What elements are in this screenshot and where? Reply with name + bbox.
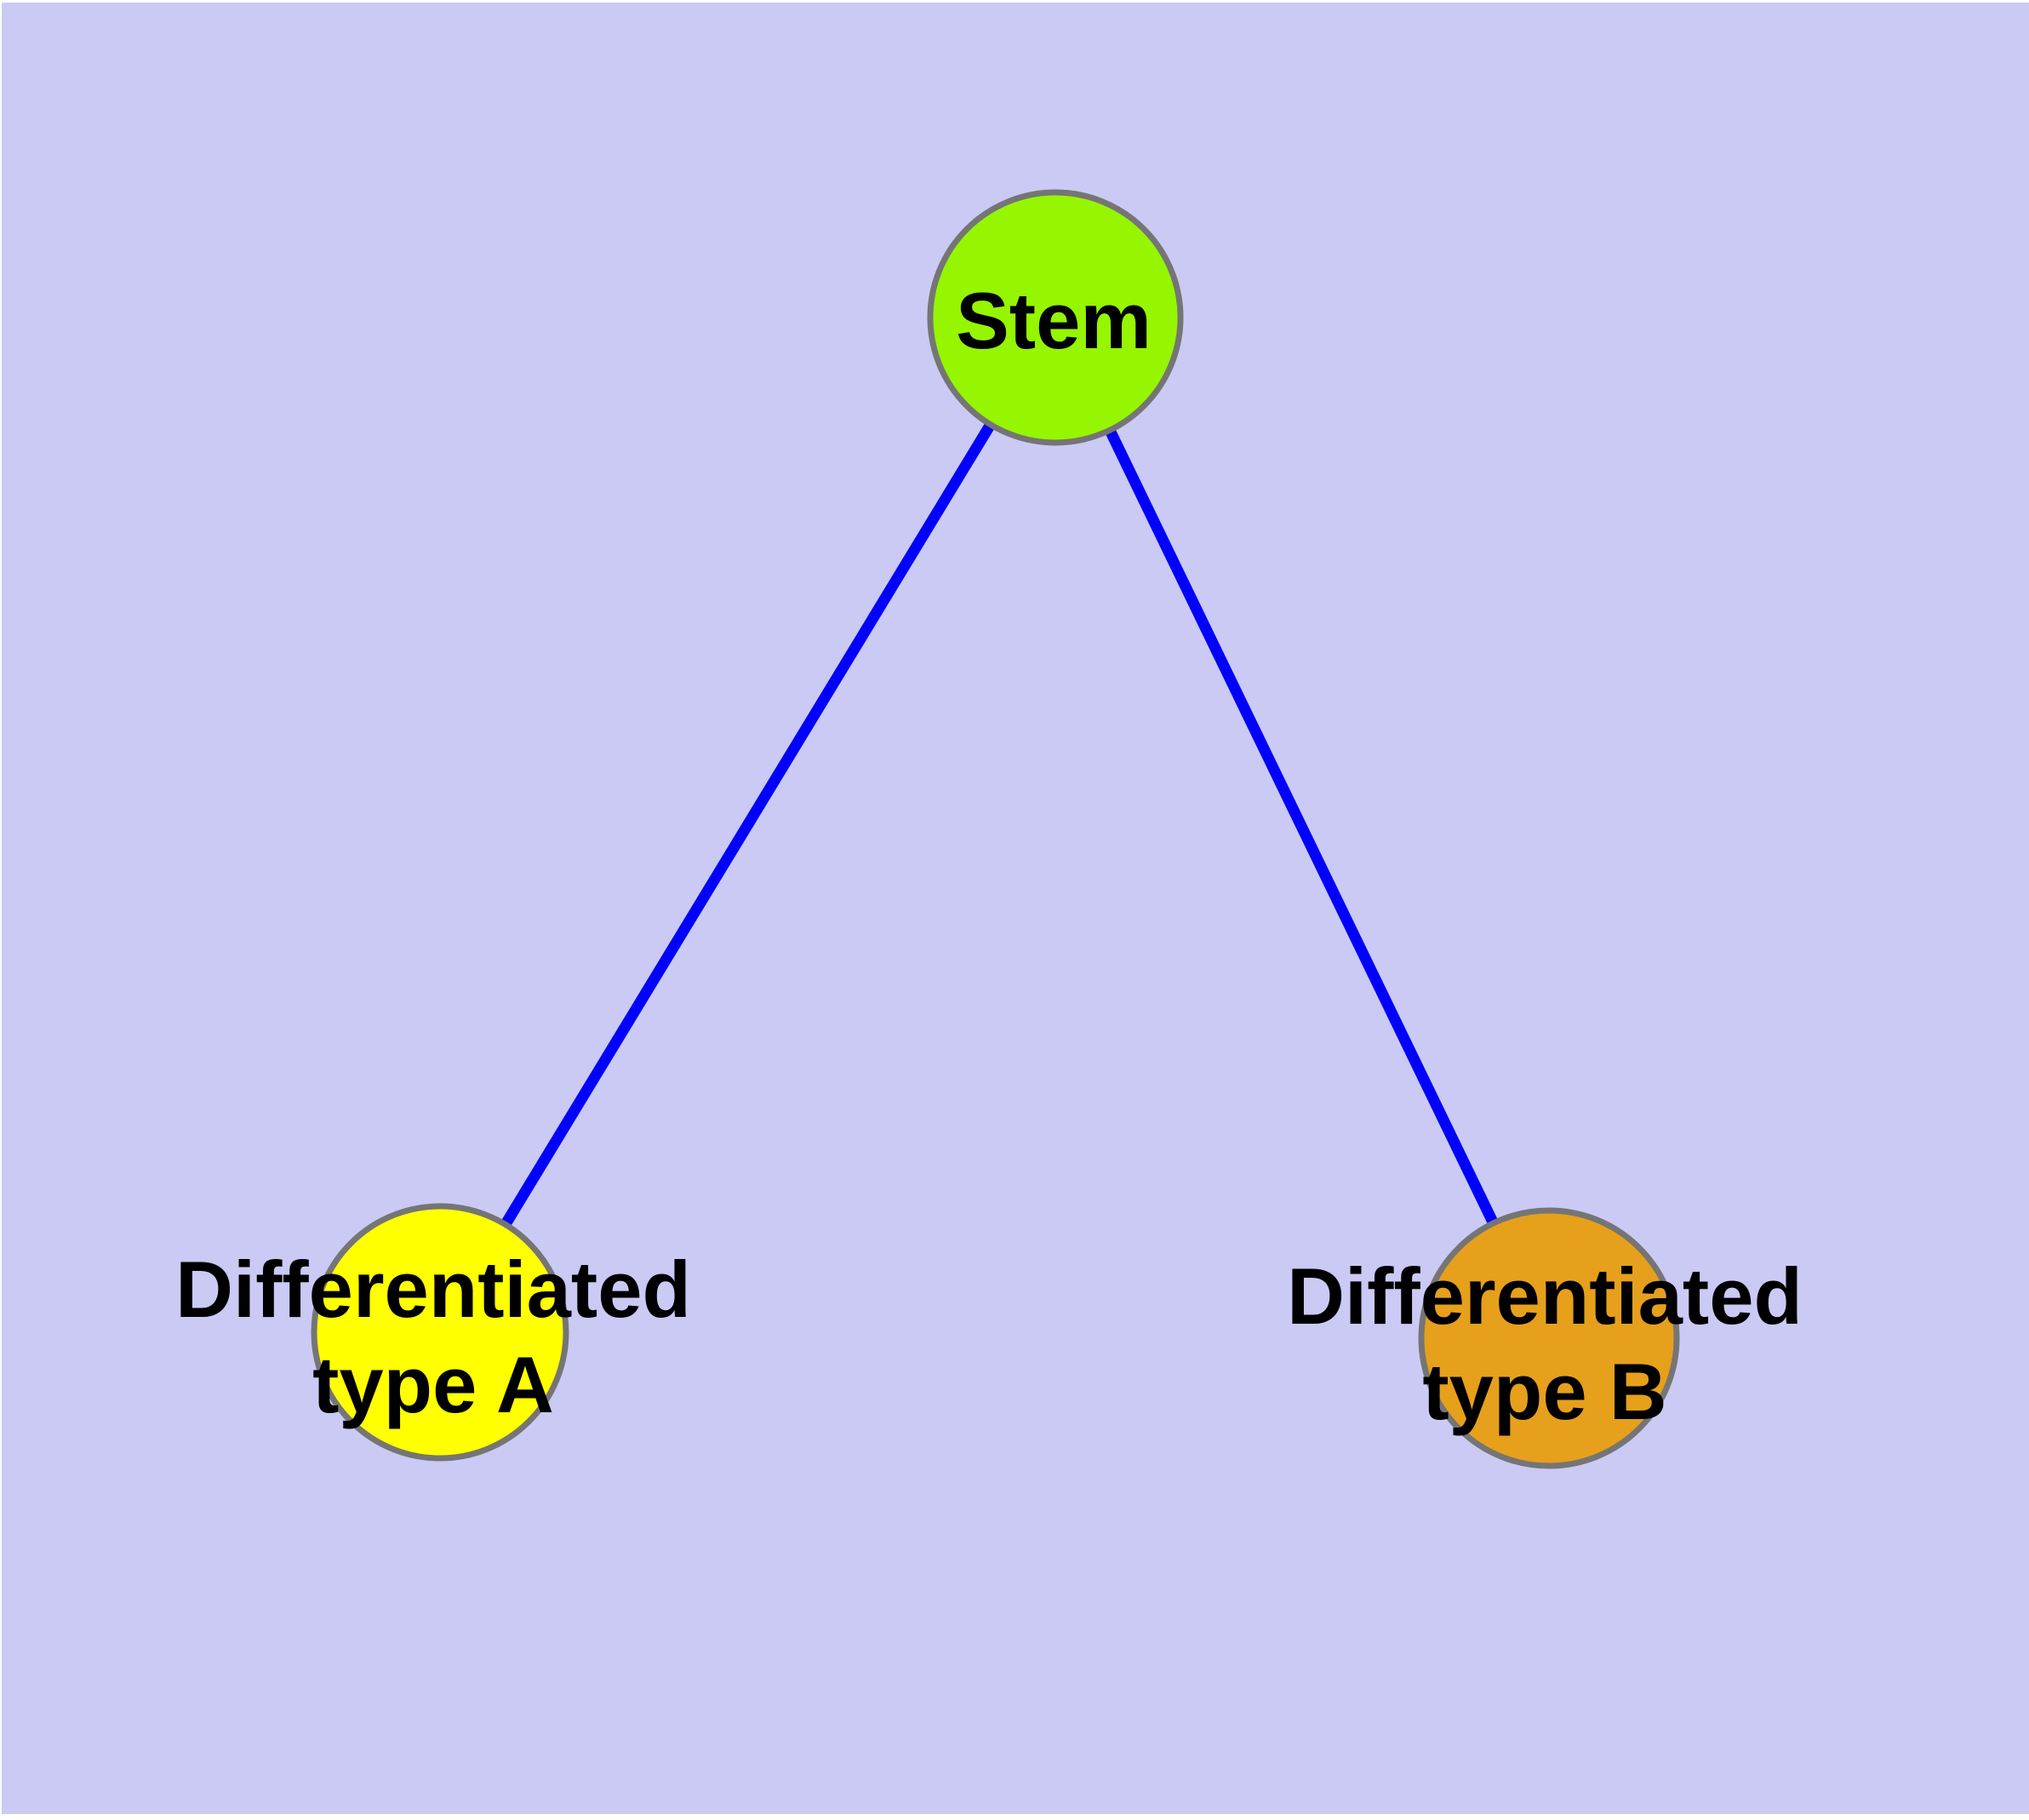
node-type-b-circle [1418, 1207, 1680, 1469]
edge-stem-to-type-b [1050, 315, 1554, 1341]
node-type-b-label: Differentiated type B [1287, 1251, 1803, 1436]
node-stem-circle [927, 189, 1184, 446]
node-type-a-circle [311, 1203, 569, 1462]
node-type-a-label: Differentiated type A [175, 1245, 691, 1429]
edge-stem-to-type-a [435, 314, 1060, 1336]
node-stem-label: Stem [956, 276, 1152, 365]
